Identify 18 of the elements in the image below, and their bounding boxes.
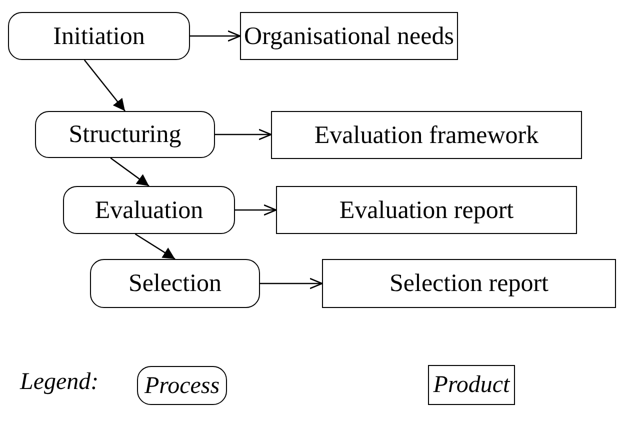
arrow: [215, 128, 272, 140]
product-box: Evaluation report: [276, 186, 577, 234]
product-box: Product: [428, 365, 515, 405]
arrow: [260, 278, 323, 290]
product-box: Organisational needs: [240, 12, 458, 60]
arrow: [235, 204, 277, 216]
legend-title: Legend:: [20, 370, 99, 394]
process-box: Structuring: [35, 111, 215, 158]
arrow: [110, 157, 150, 187]
arrow: [84, 60, 126, 112]
process-box: Evaluation: [63, 186, 235, 234]
process-box: Process: [137, 366, 227, 405]
process-box: Initiation: [8, 12, 190, 60]
product-box: Selection report: [322, 259, 616, 308]
process-box: Selection: [90, 259, 260, 308]
product-box: Evaluation framework: [271, 111, 582, 159]
arrow: [190, 30, 241, 42]
arrow: [134, 233, 176, 260]
